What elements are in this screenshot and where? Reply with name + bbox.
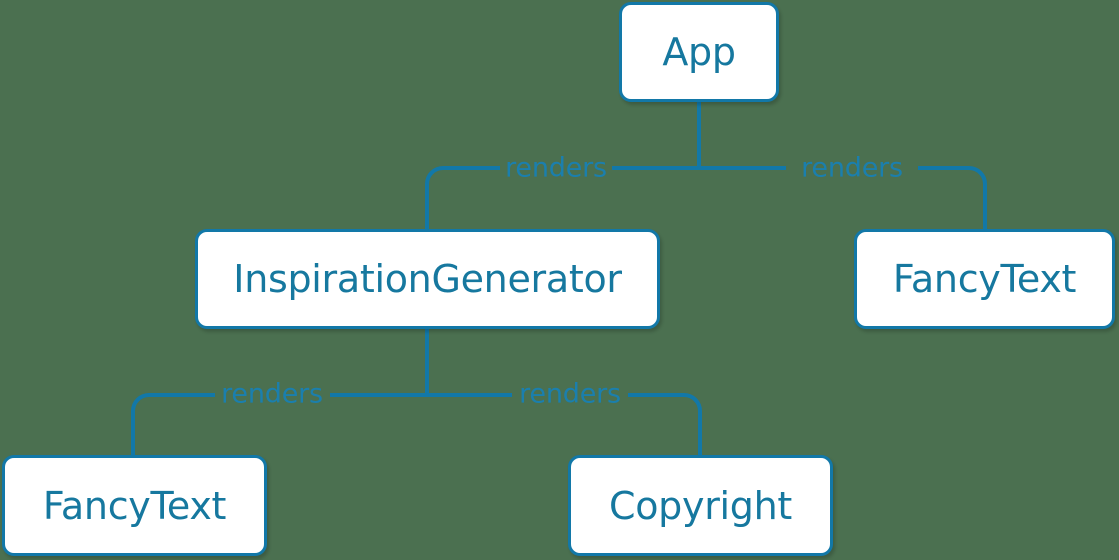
edge-label-inspirationgenerator-copyright: renders	[519, 378, 621, 410]
node-fancytext-bottom[interactable]: FancyText	[2, 455, 267, 556]
edge-inspirationgenerator-to-fancytext-left	[131, 393, 215, 455]
node-inspirationgenerator[interactable]: InspirationGenerator	[195, 229, 660, 329]
node-inspirationgenerator-label: InspirationGenerator	[233, 257, 622, 301]
edge-app-to-inspirationgenerator-right	[425, 166, 500, 229]
node-fancytext-right-label: FancyText	[892, 257, 1077, 301]
edge-inspirationgenerator-to-copyright-right	[628, 393, 702, 455]
node-fancytext-bottom-label: FancyText	[42, 483, 227, 528]
node-fancytext-right[interactable]: FancyText	[854, 229, 1115, 329]
edge-label-app-inspirationgenerator: renders	[505, 152, 607, 184]
edge-app-to-fancytext-right	[918, 166, 987, 229]
node-app[interactable]: App	[619, 2, 779, 102]
edge-label-app-fancytext: renders	[801, 152, 903, 184]
node-copyright[interactable]: Copyright	[568, 455, 833, 556]
node-copyright-label: Copyright	[609, 483, 792, 528]
node-app-label: App	[662, 30, 736, 74]
edge-label-inspirationgenerator-fancytext: renders	[221, 378, 323, 410]
